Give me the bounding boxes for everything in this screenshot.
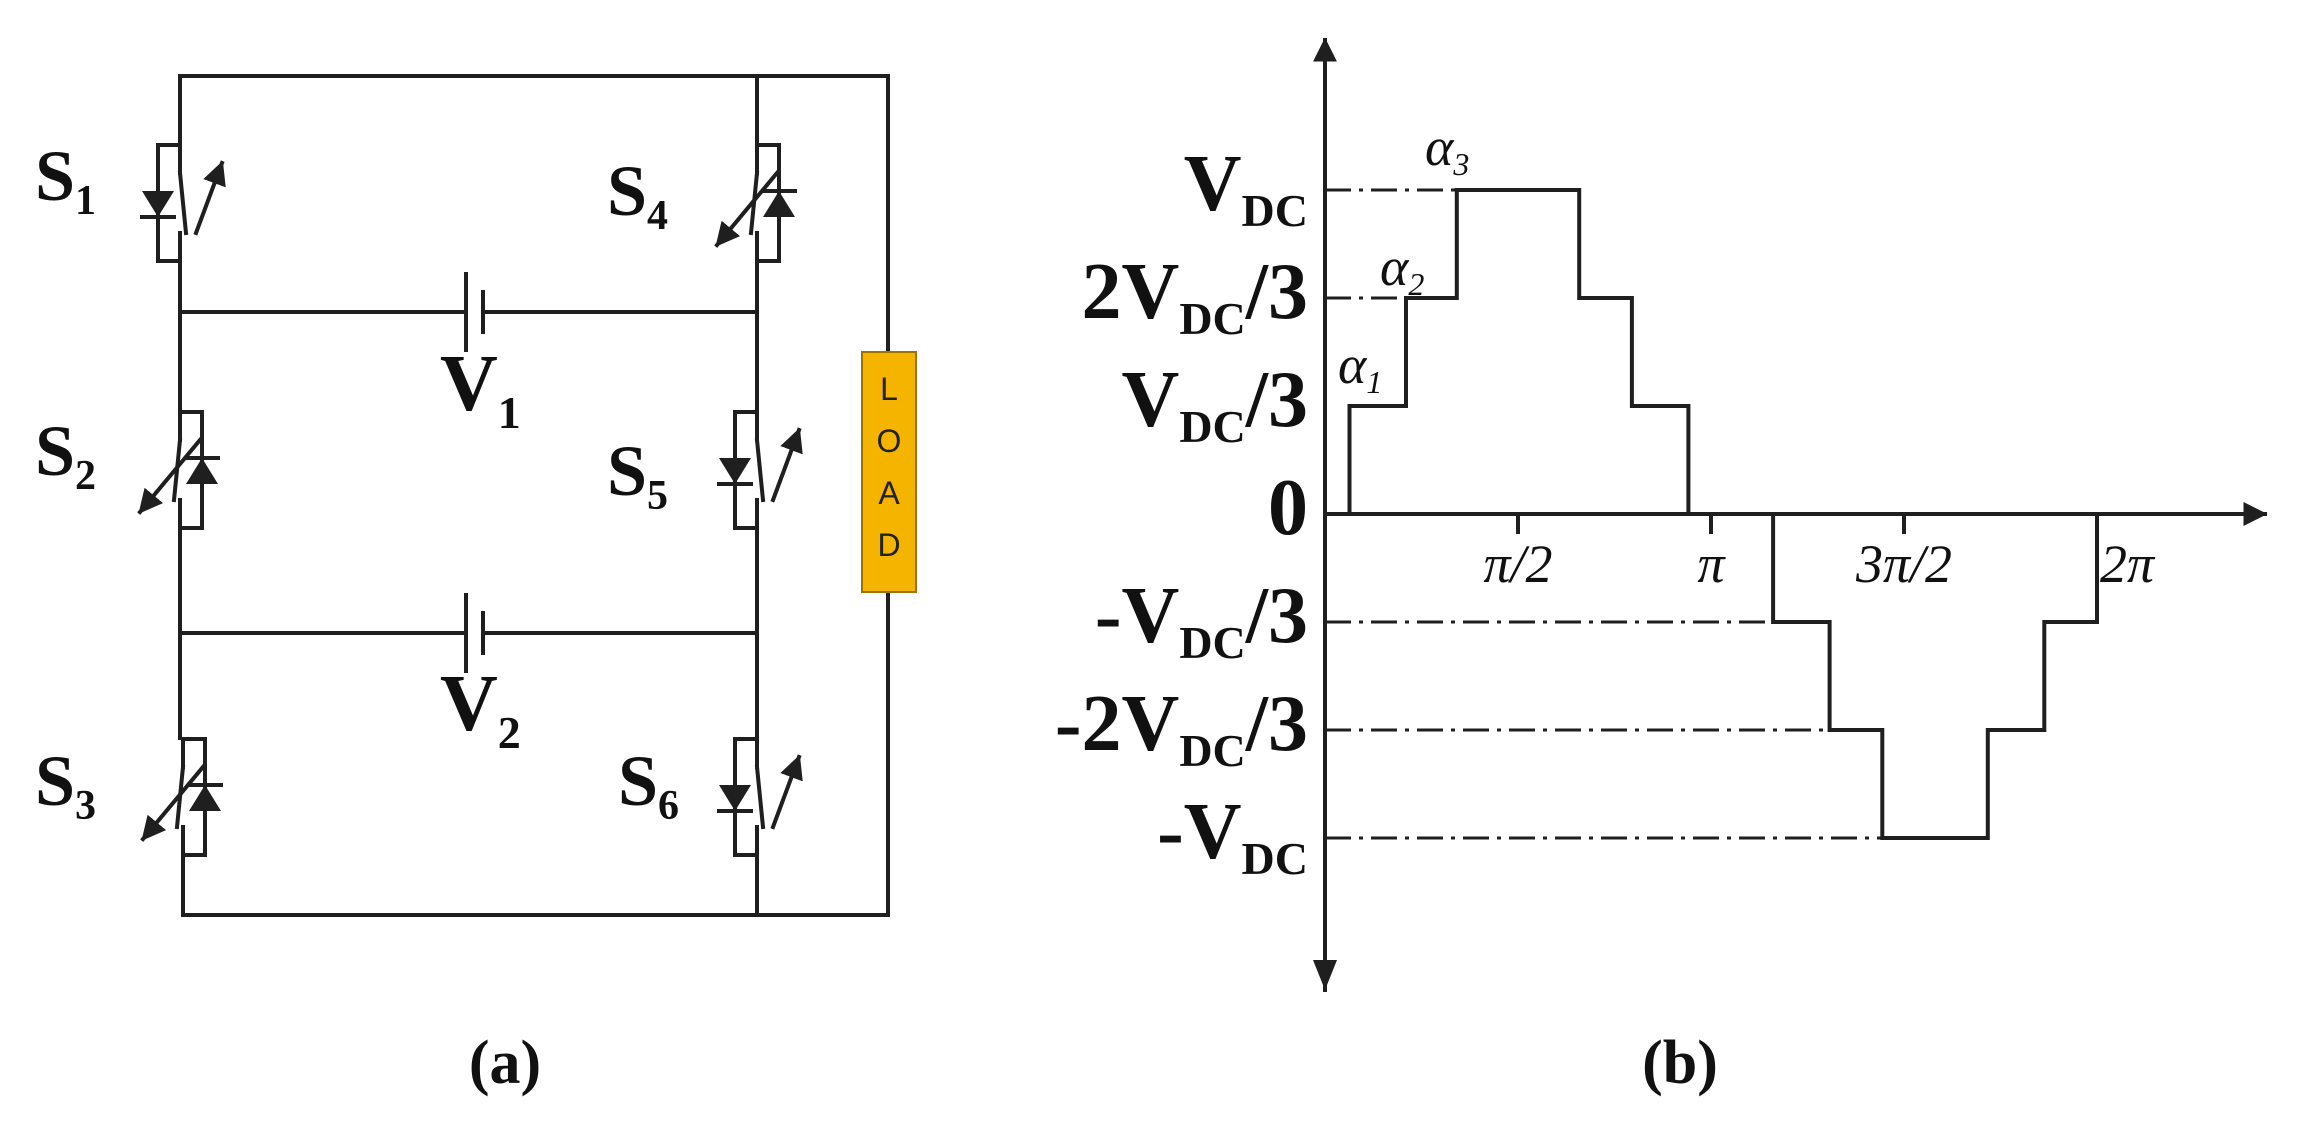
switch-s3	[140, 737, 223, 857]
angle-label-alpha1: α1	[1338, 335, 1382, 400]
y-tick-label: -2VDC/3	[1055, 680, 1308, 776]
diode-s3	[189, 785, 221, 811]
load-letter: A	[878, 475, 900, 511]
switch-label-s1: S1	[35, 136, 96, 224]
y-tick-label: -VDC/3	[1095, 572, 1308, 668]
y-tick-label: 0	[1268, 464, 1308, 552]
source-label-v2: V2	[440, 660, 521, 758]
caption-a: (a)	[469, 1029, 541, 1097]
dc-source-v1	[178, 272, 759, 352]
switch-s5	[717, 410, 803, 530]
switch-s1	[140, 143, 226, 263]
switch-label-s6: S6	[618, 741, 679, 829]
switch-label-s5: S5	[607, 431, 668, 519]
x-tick-label: 2π	[2100, 534, 2156, 594]
load-letter: D	[877, 527, 900, 563]
switch-label-s4: S4	[607, 151, 668, 239]
load-letter: L	[880, 371, 898, 407]
diode-s2	[186, 458, 218, 484]
x-tick-label: 3π/2	[1855, 534, 1952, 594]
y-tick-label: VDC/3	[1122, 356, 1308, 452]
x-tick-label: π/2	[1483, 534, 1552, 594]
dc-source-v2	[178, 593, 759, 673]
diode-s5	[719, 458, 751, 484]
switch-label-s3: S3	[35, 741, 96, 829]
switch-s4	[714, 143, 797, 263]
output-voltage-staircase	[1347, 188, 2099, 840]
angle-label-alpha3: α3	[1425, 117, 1469, 182]
diode-s4	[763, 191, 795, 217]
diode-s6	[719, 785, 751, 811]
load-letter: O	[877, 423, 902, 459]
caption-b: (b)	[1642, 1029, 1718, 1097]
circuit-diagram: L O A D S1 S2 S3 S4 S5 S6 V1 V2 (a)	[35, 74, 917, 1097]
switch-label-s2: S2	[35, 411, 96, 499]
x-tick-label: π	[1697, 534, 1726, 594]
angle-label-alpha2: α2	[1380, 237, 1424, 302]
diode-s1	[142, 191, 174, 217]
switch-s2	[137, 410, 220, 530]
y-tick-label: 2VDC/3	[1082, 248, 1308, 344]
y-tick-label: VDC	[1184, 140, 1308, 236]
y-axis-down-arrow	[1313, 960, 1337, 990]
load-box	[861, 351, 917, 593]
switch-s6	[717, 737, 803, 857]
source-label-v1: V1	[440, 340, 521, 438]
y-tick-label: -VDC	[1157, 788, 1308, 884]
